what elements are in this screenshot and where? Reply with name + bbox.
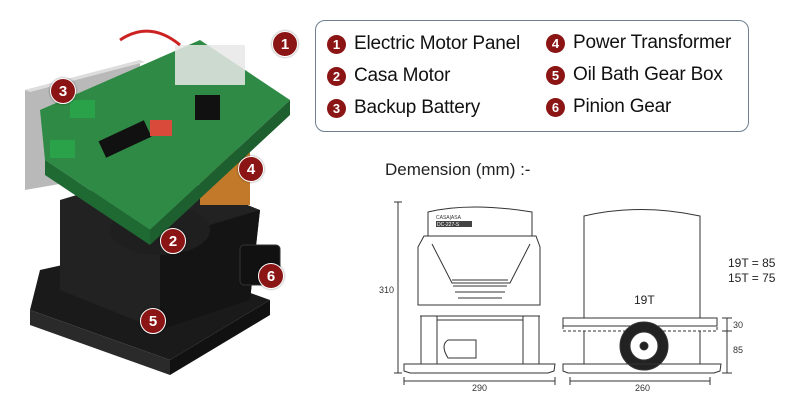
- legend-label: Casa Motor: [354, 65, 451, 86]
- pinion-height-label: 85: [733, 345, 744, 355]
- number-badge: 2: [327, 66, 346, 86]
- dimension-title: Demension (mm) :-: [385, 160, 531, 179]
- number-badge: 4: [546, 33, 565, 53]
- number-badge: 1: [327, 34, 346, 54]
- photo-callout-1: 1: [272, 31, 298, 57]
- gear-19t-spec: 19T = 85: [728, 256, 776, 270]
- number-badge: 3: [327, 98, 346, 118]
- front-logo: CASA|ASA DC-227-S: [436, 215, 472, 228]
- side-view: [562, 209, 732, 385]
- svg-text:DC-227-S: DC-227-S: [437, 222, 460, 228]
- gear-label: 19T: [634, 293, 655, 307]
- number-badge: 5: [546, 65, 565, 85]
- photo-callout-5: 5: [140, 308, 166, 334]
- side-width-label: 260: [635, 383, 651, 393]
- legend-label: Oil Bath Gear Box: [573, 64, 723, 85]
- legend-label: Electric Motor Panel: [354, 33, 521, 54]
- legend-label: Backup Battery: [354, 97, 481, 118]
- photo-callout-3: 3: [50, 78, 76, 104]
- gear-15t-spec: 15T = 75: [728, 271, 776, 285]
- front-width-label: 290: [472, 383, 488, 393]
- legend-item: 1 Electric Motor Panel: [327, 32, 520, 56]
- legend-item: 2 Casa Motor: [327, 64, 450, 88]
- svg-text:CASA|ASA: CASA|ASA: [436, 215, 462, 221]
- legend-label: Power Transformer: [573, 32, 732, 53]
- parts-legend: [315, 20, 749, 132]
- height-dimension-label: 310: [379, 285, 395, 295]
- legend-item: 6 Pinion Gear: [546, 95, 671, 119]
- legend-item: 5 Oil Bath Gear Box: [546, 63, 723, 87]
- legend-item: 3 Backup Battery: [327, 96, 480, 120]
- front-view: [394, 201, 556, 385]
- photo-callout-6: 6: [258, 263, 284, 289]
- legend-label: Pinion Gear: [573, 96, 672, 117]
- legend-item: 4 Power Transformer: [546, 31, 731, 55]
- photo-callout-4: 4: [238, 156, 264, 182]
- photo-callout-2: 2: [160, 228, 186, 254]
- number-badge: 6: [546, 97, 565, 117]
- rack-height-label: 30: [733, 320, 744, 330]
